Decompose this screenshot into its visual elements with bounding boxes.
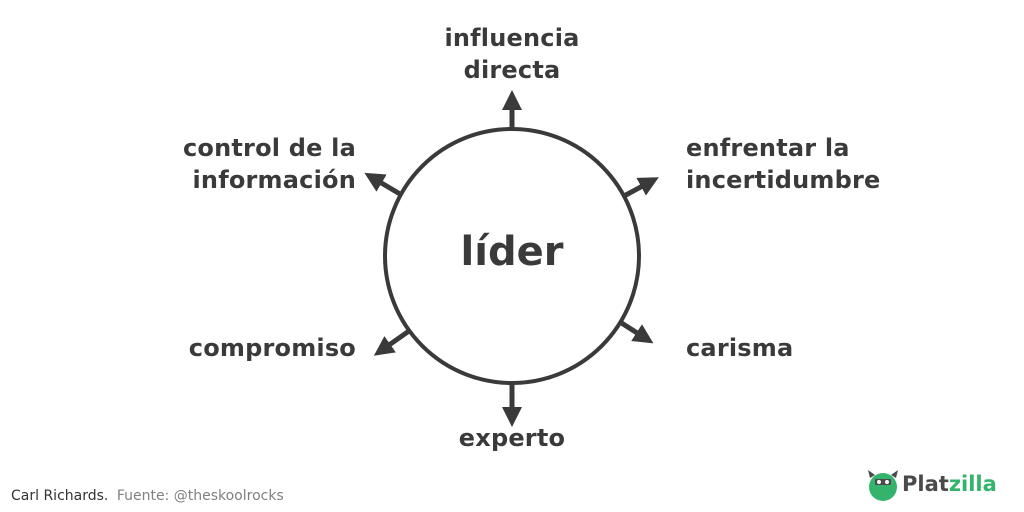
node-upper-left: control de la información — [100, 132, 356, 196]
node-lower-left-line-1: compromiso — [188, 334, 356, 362]
center-label: líder — [460, 229, 564, 275]
node-bottom: experto — [412, 422, 612, 454]
brand-name-part1: Plat — [902, 472, 949, 496]
node-lower-left: compromiso — [100, 332, 356, 364]
arrow-lower-left — [373, 328, 411, 356]
brand-logo: Platzilla — [866, 466, 1006, 506]
node-lower-right-line-1: carisma — [686, 334, 794, 362]
node-upper-left-line-2: información — [192, 166, 356, 194]
arrow-lower-right — [618, 319, 654, 344]
node-upper-right-line-1: enfrentar la — [686, 134, 850, 162]
brand-name-part2: zilla — [948, 472, 997, 496]
node-top-line-1: influencia — [444, 24, 580, 52]
brand-wordmark: Platzilla — [902, 472, 997, 496]
node-lower-right: carisma — [686, 332, 793, 364]
node-bottom-line-1: experto — [458, 424, 566, 452]
node-top: influencia directa — [412, 22, 612, 86]
arrow-upper-right — [622, 177, 659, 199]
arrow-upper-left — [364, 172, 402, 197]
brand-mascot-icon — [868, 470, 898, 501]
node-upper-right: enfrentar la incertidumbre — [686, 132, 881, 196]
footer-source: Fuente: @theskoolrocks — [116, 488, 284, 504]
node-top-line-2: directa — [463, 56, 561, 84]
footer-author: Carl Richards. — [11, 488, 109, 504]
footer-credit: Carl Richards. Fuente: @theskoolrocks — [11, 488, 284, 504]
node-upper-left-line-1: control de la — [182, 134, 356, 162]
node-upper-right-line-2: incertidumbre — [686, 166, 881, 194]
